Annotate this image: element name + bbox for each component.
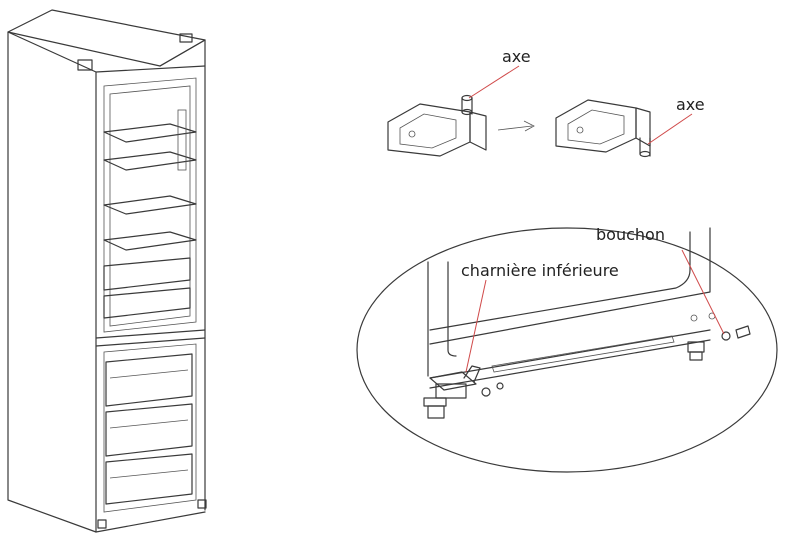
hinge-after-illustration: [555, 99, 651, 158]
leader-plug: [681, 249, 725, 335]
label-lower-hinge: charnière inférieure: [461, 261, 619, 280]
hinge-before-illustration: [387, 94, 487, 157]
label-plug: bouchon: [596, 225, 665, 244]
bottom-hinge-detail: [356, 227, 778, 473]
leader-lower-hinge: [465, 279, 487, 373]
leader-lines: [465, 65, 725, 373]
leader-axis-right: [647, 113, 693, 145]
refrigerator-illustration: [7, 9, 207, 533]
label-axis-right: axe: [676, 95, 705, 114]
leader-axis-top: [468, 65, 520, 99]
transition-arrow-icon: [497, 120, 535, 132]
label-axis-top: axe: [502, 47, 531, 66]
